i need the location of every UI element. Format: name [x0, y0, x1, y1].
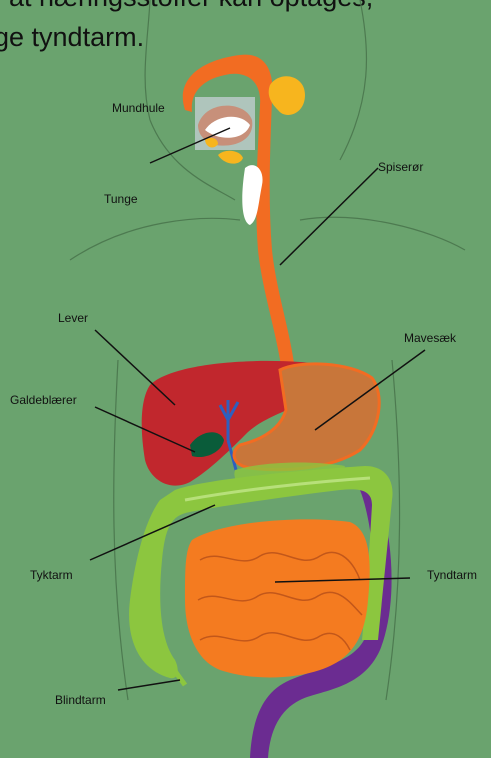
- salivary-gland-bottom: [218, 151, 243, 164]
- label-lever: Lever: [58, 311, 88, 325]
- label-blindtarm: Blindtarm: [55, 693, 106, 707]
- salivary-gland-top: [269, 76, 305, 115]
- label-mundhule: Mundhule: [112, 101, 165, 115]
- label-tyndtarm: Tyndtarm: [427, 568, 477, 582]
- label-tunge: Tunge: [104, 192, 138, 206]
- label-spiseroer: Spiserør: [378, 160, 423, 174]
- label-mavesaek: Mavesæk: [404, 331, 456, 345]
- small-intestine-shape: [185, 519, 370, 677]
- label-tyktarm: Tyktarm: [30, 568, 73, 582]
- label-galdeblaerer: Galdeblærer: [10, 393, 77, 407]
